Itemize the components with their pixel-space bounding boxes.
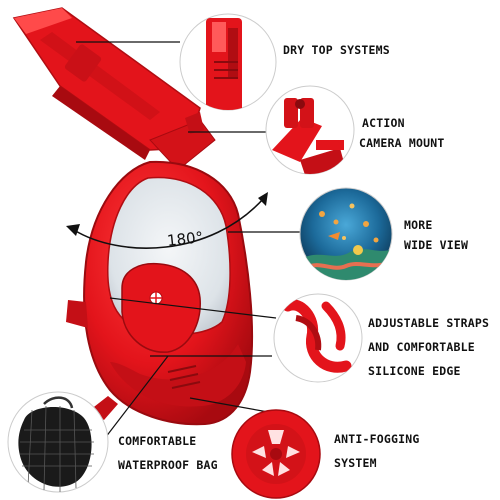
dry-top-callout [179,13,277,111]
straps-callout [273,293,363,383]
mask-bottom [110,344,246,407]
chin-cup [121,262,201,353]
bag-callout [7,391,109,493]
view-angle-label: 180° [166,228,204,250]
snorkel-tube [12,7,201,160]
anti-fog-label: ANTI-FOGGING SYSTEM [334,432,419,470]
wide-view-line2: WIDE VIEW [404,238,469,252]
anti-fog-callout [231,409,321,499]
anti-fog-line2: SYSTEM [334,456,377,470]
camera-mount-callout [265,85,355,175]
view-angle-arc [66,192,268,249]
camera-mount-line1: ACTION [362,116,405,130]
wide-view-label: MORE WIDE VIEW [404,218,468,252]
dry-top-line1: DRY TOP SYSTEMS [283,43,390,57]
wide-view-callout [299,187,393,281]
leader-lines [76,41,300,443]
dry-top-label: DRY TOP SYSTEMS [283,43,390,57]
bag-line2: WATERPROOF BAG [118,458,218,472]
anti-fog-line1: ANTI-FOGGING [334,432,420,446]
camera-mount-label: ACTION CAMERA MOUNT [359,116,445,150]
camera-mount-nub [185,112,204,134]
straps-line1: ADJUSTABLE STRAPS [368,316,490,330]
straps-label: ADJUSTABLE STRAPS AND COMFORTABLE SILICO… [368,316,489,378]
snorkel-mask [12,7,254,426]
camera-mount-line2: CAMERA MOUNT [359,136,445,150]
straps-line3: SILICONE EDGE [368,364,461,378]
bag-line1: COMFORTABLE [118,434,197,448]
wide-view-line1: MORE [404,218,433,232]
straps-line2: AND COMFORTABLE [368,340,475,354]
bag-label: COMFORTABLE WATERPROOF BAG [118,434,218,472]
vent-slots [167,365,201,389]
